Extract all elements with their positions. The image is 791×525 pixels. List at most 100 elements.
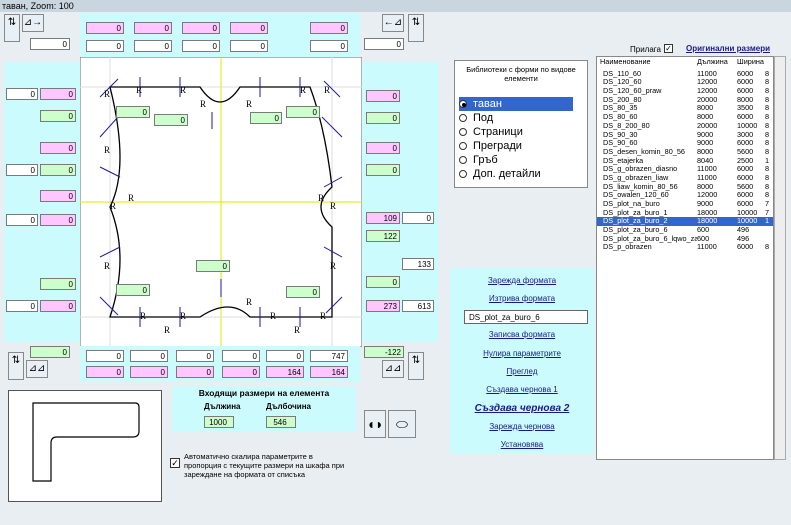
move-up-down-bottom-right-icon[interactable]: ⇅ [408, 352, 424, 380]
top-field-7[interactable]: 0 [134, 40, 172, 52]
top-field-3[interactable]: 0 [182, 22, 220, 34]
bottom-field-8[interactable]: 0 [130, 366, 168, 378]
apply-checkbox[interactable]: ✓ [664, 44, 673, 53]
load-draft-button[interactable]: Зарежда чернова [489, 422, 555, 431]
move-up-down-icon[interactable]: ⇅ [4, 14, 20, 42]
autoscale-checkbox[interactable]: ✓ [170, 458, 180, 468]
top-field-2[interactable]: 0 [134, 22, 172, 34]
top-field-4[interactable]: 0 [230, 22, 268, 34]
library-option-ceiling[interactable]: таван [459, 97, 573, 111]
left-field-8a[interactable]: 0 [6, 300, 38, 312]
right-field-5b[interactable]: 0 [402, 212, 434, 224]
inner-field-6[interactable]: 0 [116, 284, 150, 296]
top-left-corner-field[interactable]: 0 [30, 38, 70, 50]
mirror-right-icon[interactable]: ⊿→ [22, 14, 44, 32]
right-field-9a[interactable]: 273 [366, 300, 400, 312]
bottom-field-4[interactable]: 0 [222, 350, 260, 362]
left-field-2[interactable]: 0 [40, 110, 76, 122]
right-field-4[interactable]: 0 [366, 164, 400, 176]
right-field-8[interactable]: 0 [366, 276, 400, 288]
inner-field-1[interactable]: 0 [116, 106, 150, 118]
depth-field[interactable]: 546 [266, 416, 296, 428]
right-field-7[interactable]: 133 [402, 258, 434, 270]
left-field-8b[interactable]: 0 [40, 300, 76, 312]
flip-vertical-icon[interactable]: ◖◗ [364, 410, 386, 438]
inner-field-3[interactable]: 0 [250, 112, 282, 124]
create-draft2-button[interactable]: Създава чернова 2 [474, 403, 570, 414]
top-field-6[interactable]: 0 [86, 40, 124, 52]
save-form-button[interactable]: Записва формата [488, 330, 556, 339]
inner-field-5[interactable]: 0 [196, 260, 230, 272]
bottom-field-2[interactable]: 0 [130, 350, 168, 362]
mirror-bottom-right-icon[interactable]: ⊿⊿ [382, 360, 404, 378]
bottom-right-corner-field[interactable]: -122 [364, 346, 404, 358]
top-field-9[interactable]: 0 [230, 40, 268, 52]
move-up-down-right-icon[interactable]: ⇅ [408, 14, 424, 42]
move-up-down-bottom-icon[interactable]: ⇅ [8, 352, 24, 380]
reset-params-button[interactable]: Нулира параметрите [483, 349, 561, 358]
bottom-field-3[interactable]: 0 [176, 350, 214, 362]
right-field-5a[interactable]: 109 [366, 212, 400, 224]
library-option-sides[interactable]: Страници [459, 125, 587, 139]
delete-form-button[interactable]: Изтрива формата [488, 294, 556, 303]
bottom-field-9[interactable]: 0 [176, 366, 214, 378]
bottom-field-5[interactable]: 0 [266, 350, 304, 362]
left-field-4b[interactable]: 0 [40, 164, 76, 176]
inner-field-2[interactable]: 0 [154, 114, 188, 126]
bottom-field-10[interactable]: 0 [222, 366, 260, 378]
right-field-6[interactable]: 122 [366, 230, 400, 242]
right-field-1[interactable]: 0 [366, 90, 400, 102]
bottom-field-11[interactable]: 164 [266, 366, 304, 378]
top-field-5[interactable]: 0 [310, 22, 348, 34]
library-option-extra[interactable]: Доп. детайли [459, 167, 587, 181]
preview-button[interactable]: Преглед [506, 367, 538, 376]
right-field-9b[interactable]: 613 [402, 300, 434, 312]
inner-field-4[interactable]: 0 [286, 106, 320, 118]
right-field-3[interactable]: 0 [366, 142, 400, 154]
bottom-field-12[interactable]: 164 [310, 366, 348, 378]
right-field-2[interactable]: 0 [366, 112, 400, 124]
inner-field-7[interactable]: 0 [286, 286, 320, 298]
top-right-corner-field[interactable]: 0 [364, 38, 404, 50]
top-field-10[interactable]: 0 [310, 40, 348, 52]
list-scrollbar[interactable] [774, 56, 786, 460]
original-sizes-link[interactable]: Оригинални размери [686, 44, 770, 53]
library-option-partitions[interactable]: Прегради [459, 139, 587, 153]
top-field-1[interactable]: 0 [86, 22, 124, 34]
left-field-1a[interactable]: 0 [6, 88, 38, 100]
load-form-button[interactable]: Зарежда формата [487, 276, 557, 285]
left-field-7[interactable]: 0 [40, 278, 76, 290]
top-field-8[interactable]: 0 [182, 40, 220, 52]
length-field[interactable]: 1000 [204, 416, 234, 428]
form-name-input[interactable]: DS_plot_za_buro_6 [464, 310, 588, 324]
bottom-field-1[interactable]: 0 [86, 350, 124, 362]
mirror-left-icon[interactable]: ←⊿ [382, 14, 404, 32]
bottom-field-7[interactable]: 0 [86, 366, 124, 378]
bottom-left-corner-field[interactable]: 0 [30, 346, 70, 358]
left-field-4a[interactable]: 0 [6, 164, 38, 176]
install-button[interactable]: Установява [500, 440, 544, 449]
left-field-3[interactable]: 0 [40, 142, 76, 154]
mirror-bottom-icon[interactable]: ⊿⊿ [26, 360, 48, 378]
left-field-6a[interactable]: 0 [6, 214, 38, 226]
